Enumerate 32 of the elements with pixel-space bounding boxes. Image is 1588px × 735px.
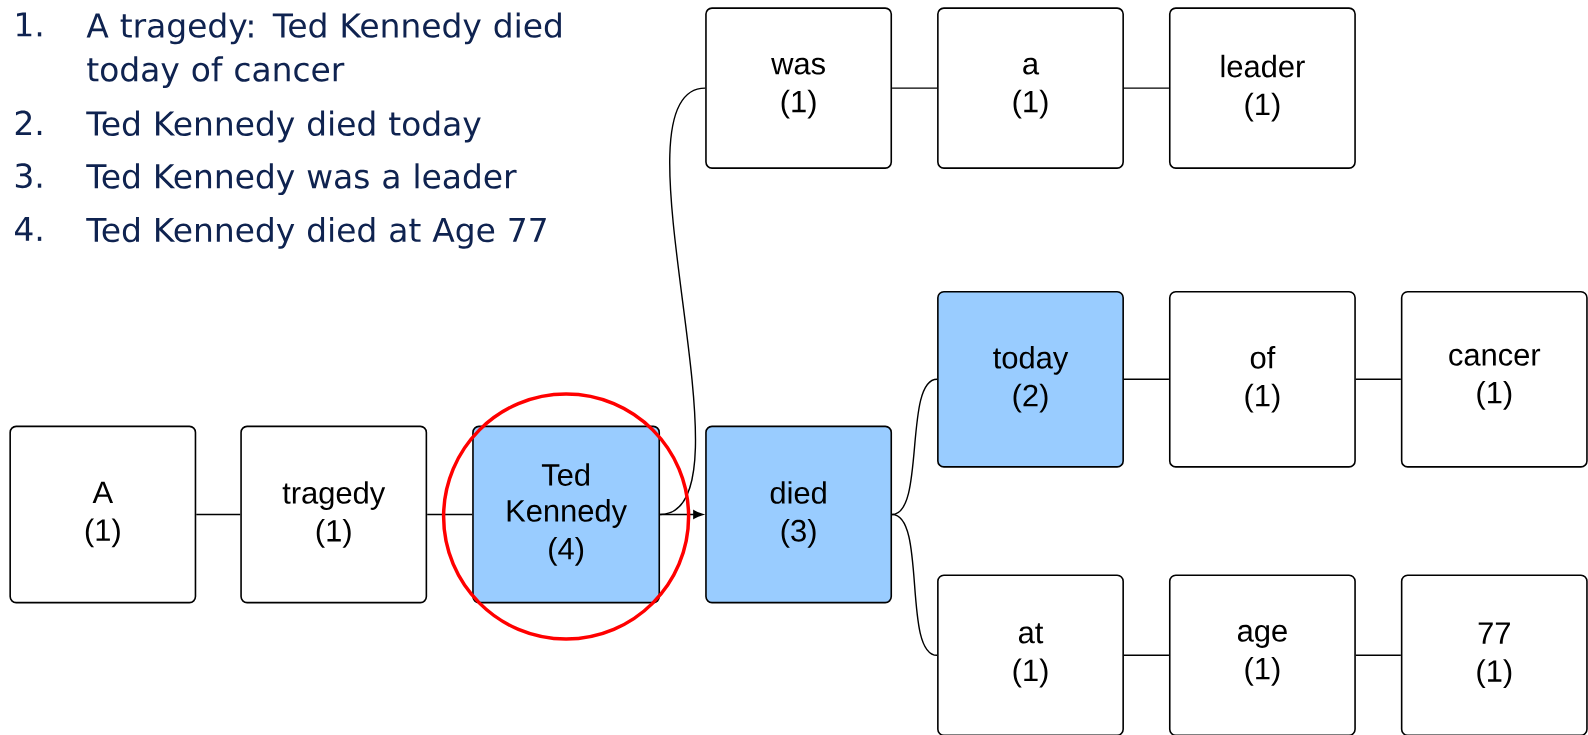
word-box: age (1) [1168, 574, 1356, 735]
word-box: a (1) [937, 7, 1124, 169]
connector [891, 87, 938, 89]
list-number: 1. [17, 12, 42, 37]
connector [1123, 378, 1170, 380]
word-box: today (2) [937, 290, 1124, 468]
word-box: at (1) [937, 574, 1124, 735]
word-box: died (3) [705, 425, 893, 604]
word-box: of (1) [1168, 290, 1356, 468]
connector [1355, 378, 1402, 380]
connector [659, 510, 704, 519]
word-box: Ted Kennedy (4) [472, 425, 661, 604]
list-item: Ted Kennedy died at Age 77 [86, 216, 546, 249]
word-box: cancer (1) [1400, 290, 1588, 468]
connector [426, 513, 473, 516]
word-box: leader (1) [1168, 7, 1356, 169]
connector [891, 513, 938, 656]
connector [1123, 654, 1170, 656]
list-number: 4. [15, 216, 42, 241]
connector [891, 378, 938, 516]
list-item: Ted Kennedy died today [86, 110, 481, 143]
connector [1123, 87, 1170, 89]
word-box: A (1) [9, 425, 197, 604]
word-box: 77 (1) [1400, 574, 1588, 735]
connector [1355, 654, 1402, 656]
list-item: A tragedy: Ted Kennedy died today of cancer [86, 12, 561, 89]
list-number: 2. [15, 110, 42, 135]
list-number: 3. [15, 163, 42, 189]
word-box: tragedy (1) [240, 425, 428, 604]
connector [195, 513, 241, 516]
list-item: Ted Kennedy was a leader [86, 163, 517, 196]
word-box: was (1) [705, 7, 893, 169]
